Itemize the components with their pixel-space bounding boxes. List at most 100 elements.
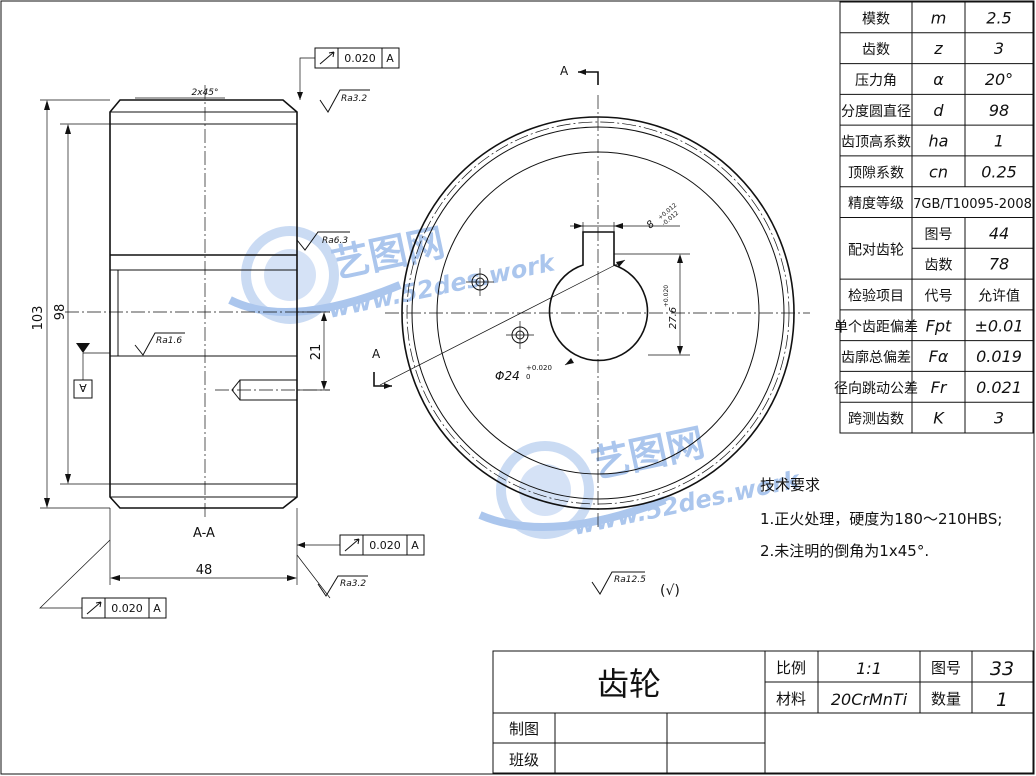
roughness-other-mark: (√) (660, 583, 680, 599)
param-name: 齿顶高系数 (841, 134, 911, 151)
param-value: ±0.01 (974, 316, 1023, 335)
key-depth: 27.6 (668, 307, 679, 329)
part-name: 齿轮 (597, 665, 661, 703)
svg-text:A: A (560, 64, 569, 78)
param-symbol: ha (929, 132, 949, 151)
material-value: 20CrMnTi (831, 690, 908, 709)
bore-keyway (548, 231, 649, 362)
param-value: 98 (989, 101, 1009, 120)
param-symbol: z (933, 39, 943, 58)
svg-text:Ra1.6: Ra1.6 (156, 336, 182, 346)
param-name: 配对齿轮 (848, 242, 904, 258)
bore-dim: Φ24 (495, 369, 520, 383)
param-name: 分度圆直径 (841, 103, 911, 120)
param-symbol: m (931, 8, 947, 27)
param-name: 径向跳动公差 (834, 381, 918, 397)
notes-line-1: 1.正火处理，硬度为180～210HBS; (760, 510, 1002, 528)
svg-text:A: A (372, 347, 381, 361)
svg-text:Ra6.3: Ra6.3 (322, 236, 348, 246)
param-symbol: Fpt (926, 316, 952, 335)
dim-103: 103 (31, 306, 46, 331)
param-symbol: 齿数 (925, 258, 953, 274)
bore-tol-up: +0.020 (526, 364, 552, 372)
scale-label: 比例 (776, 659, 806, 677)
gt-frame-left: 0.020 A (39, 539, 167, 619)
key-depth-tol: +0.020 (663, 285, 670, 307)
gt-frame-right: 0.020 A (297, 534, 425, 556)
gt-top-value: 0.020 (344, 52, 376, 65)
drawn-label: 制图 (509, 720, 539, 738)
param-symbol: Fα (929, 347, 949, 366)
param-name: 齿数 (862, 42, 890, 58)
section-outline (109, 99, 298, 509)
section-view-a-a: 103 98 21 48 2x45° A-A A (31, 47, 425, 619)
param-value: 44 (989, 224, 1009, 243)
param-name: 齿廓总偏差 (841, 349, 911, 366)
param-name: 精度等级 (848, 195, 904, 212)
qty-label: 数量 (931, 690, 961, 708)
param-value: 2.5 (986, 8, 1011, 27)
svg-text:Ra12.5: Ra12.5 (614, 575, 646, 585)
dim-98: 98 (53, 304, 68, 321)
datum-a: A (79, 381, 87, 394)
section-label: A-A (193, 526, 215, 541)
drawing-no: 33 (990, 658, 1014, 680)
notes-heading: 技术要求 (760, 476, 820, 494)
dim-48: 48 (196, 563, 213, 578)
param-value: 允许值 (978, 288, 1020, 304)
param-name: 检验项目 (848, 288, 904, 304)
param-symbol: Fr (931, 378, 948, 397)
param-name: 模数 (862, 11, 890, 27)
param-symbol: d (933, 101, 944, 120)
front-view: 8 +0.012 -0.012 27.6 +0.020 Φ24 +0.020 0… (372, 64, 810, 530)
param-name: 顶隙系数 (848, 165, 904, 181)
roughness-bottom: Ra3.2 (296, 554, 368, 599)
param-name: 跨测齿数 (848, 412, 904, 428)
general-roughness: Ra12.5 (√) (591, 571, 680, 599)
gt-left-datum: A (153, 602, 161, 615)
qty-value: 1 (996, 689, 1008, 711)
drawing-no-label: 图号 (931, 659, 961, 677)
notes-line-2: 2.未注明的倒角为1x45°. (760, 542, 929, 560)
param-symbol: 图号 (925, 227, 953, 243)
param-name: 单个齿距偏差 (834, 319, 918, 335)
cut-plane-top: A (560, 64, 599, 85)
gt-right-value: 0.020 (369, 539, 401, 552)
class-label: 班级 (509, 751, 539, 769)
gt-right-datum: A (411, 539, 419, 552)
watermark-text-cn: 艺图网 (588, 420, 709, 487)
param-value: 78 (989, 255, 1009, 274)
gt-top-datum: A (386, 52, 394, 65)
param-symbol: K (933, 409, 945, 428)
param-value: 0.25 (981, 162, 1017, 181)
param-value: 0.021 (976, 378, 1022, 397)
cut-plane-bottom: A (372, 347, 392, 389)
param-symbol: cn (929, 162, 948, 181)
scale-value: 1:1 (856, 659, 882, 678)
hole-1 (466, 268, 494, 296)
watermark-1: 艺图网 www.52des.work (228, 220, 559, 324)
gt-frame-top: 0.020 A (297, 47, 400, 100)
param-value: 7GB/T10095-2008 (913, 197, 1032, 212)
param-value: 3 (994, 409, 1004, 428)
param-value: 0.019 (976, 347, 1022, 366)
roughness-top: Ra3.2 (319, 89, 370, 113)
chamfer-note: 2x45° (191, 88, 218, 98)
param-value: 20° (985, 70, 1013, 89)
key-width: 8 (645, 219, 657, 232)
roughness-bore: Ra1.6 (134, 332, 185, 356)
roughness-mid: Ra6.3 (296, 231, 350, 251)
title-block: 齿轮 比例 1:1 图号 33 材料 20CrMnTi 数量 1 制图 班级 (492, 650, 1034, 774)
param-name: 压力角 (855, 73, 897, 89)
gt-left-value: 0.020 (111, 602, 143, 615)
dim-21: 21 (309, 344, 324, 361)
svg-text:Ra3.2: Ra3.2 (340, 579, 366, 589)
material-label: 材料 (776, 690, 806, 708)
param-value: 3 (994, 39, 1004, 58)
watermark-2: 艺图网 www.52des.work (478, 420, 804, 541)
bore-tol-lo: 0 (526, 373, 530, 381)
svg-text:Ra3.2: Ra3.2 (341, 94, 367, 104)
